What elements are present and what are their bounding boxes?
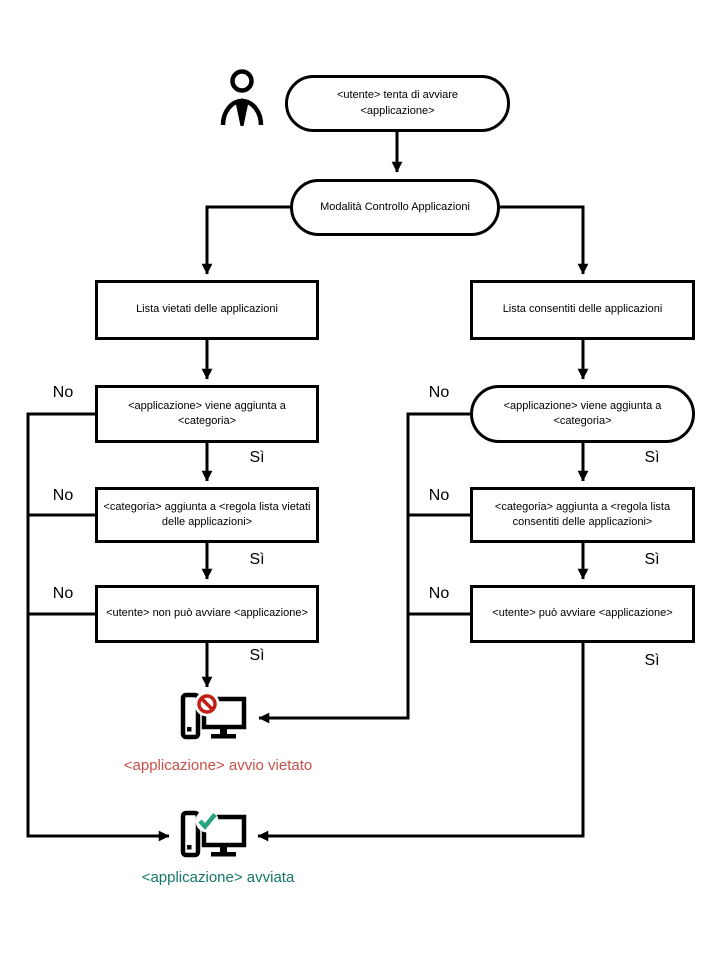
label-no: No [52,384,74,401]
arrow-allow-step3-to-launched [257,643,585,842]
person-icon [220,69,264,126]
label-no: No [428,384,450,401]
no-rail-right [258,412,470,724]
branch-mode-to-allowlist [500,205,589,275]
prohibition-icon [194,692,220,717]
label-yes: Sì [249,449,265,466]
node-allowlist-label: Lista consentiti delle applicazioni [502,303,663,316]
node-denylist: Lista vietati delle applicazioni [95,280,319,340]
label-no: No [428,487,450,504]
node-denylist-label: Lista vietati delle applicazioni [136,303,278,316]
node-allow-rule: <categoria> aggiunta a <regola lista con… [470,487,695,543]
node-allow-category-label: <applicazione> viene aggiunta a <categor… [503,399,662,427]
label-yes: Sì [644,449,660,466]
node-deny-rule: <categoria> aggiunta a <regola lista vie… [95,487,319,543]
branch-mode-to-denylist [201,205,290,275]
node-deny-category-label: <applicazione> viene aggiunta a <categor… [128,399,286,427]
label-no: No [52,585,74,602]
power-led-dot [187,727,192,732]
node-allow-category: <applicazione> viene aggiunta a <categor… [470,385,695,443]
label-no: No [428,585,450,602]
node-deny-rule-label: <categoria> aggiunta a <regola lista vie… [103,500,311,528]
node-deny-user-label: <utente> non può avviare <applicazione> [106,607,308,620]
node-application-control-mode: Modalità Controllo Applicazioni [290,179,500,236]
node-start-label: <utente> tenta di avviare <applicazione> [336,89,459,117]
computer-blocked-icon [180,692,247,740]
node-start: <utente> tenta di avviare <applicazione> [285,75,510,132]
node-allow-rule-label: <categoria> aggiunta a <regola lista con… [494,500,671,528]
power-led-dot [187,845,192,850]
node-mode-label: Modalità Controllo Applicazioni [320,200,470,213]
node-deny-category: <applicazione> viene aggiunta a <categor… [95,385,319,443]
node-allowlist: Lista consentiti delle applicazioni [470,280,695,340]
caption-launched: <applicazione> avviata [141,869,295,886]
checkmark-icon [195,810,219,833]
label-yes: Sì [249,647,265,664]
label-yes: Sì [644,652,660,669]
label-no: No [52,487,74,504]
node-allow-user-label: <utente> può avviare <applicazione> [492,607,673,620]
label-yes: Sì [644,551,660,568]
caption-blocked: <applicazione> avvio vietato [123,757,313,774]
node-allow-user: <utente> può avviare <applicazione> [470,585,695,643]
node-deny-user: <utente> non può avviare <applicazione> [95,585,319,643]
computer-launched-icon [180,810,247,858]
label-yes: Sì [249,551,265,568]
no-rail-left [26,412,170,842]
